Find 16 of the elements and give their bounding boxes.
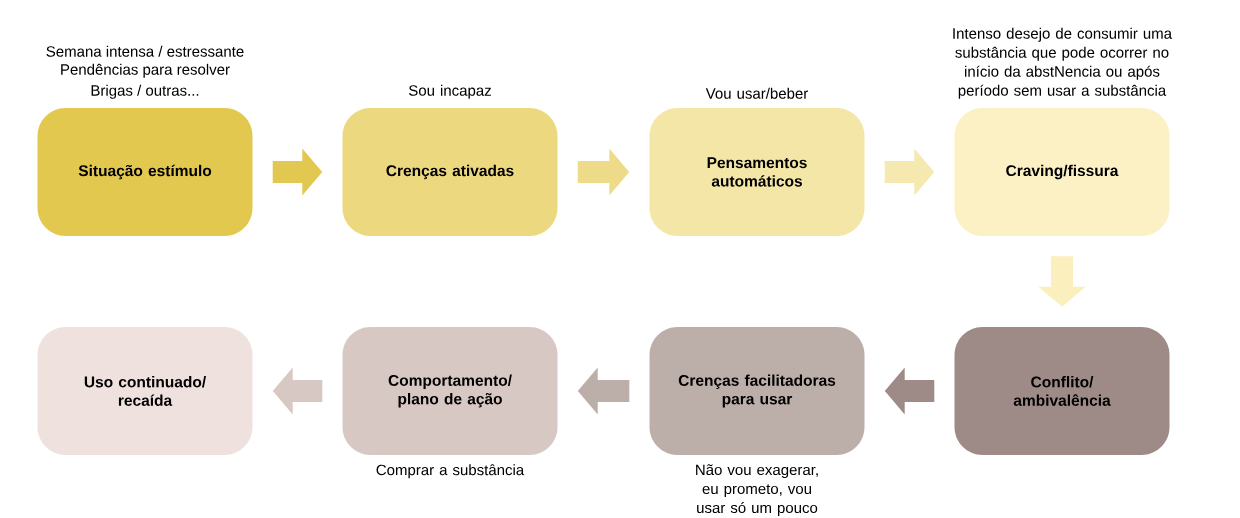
caption-text: Pendências para resolver (61, 63, 230, 78)
process-box: Pensamentos automáticos (649, 108, 865, 236)
process-box: Craving/fissura (954, 108, 1170, 236)
caption-text: Não vou exagerar, eu prometo, vou usar só um pouco (696, 464, 818, 517)
process-box: Situação estímulo (37, 108, 253, 236)
process-box: Uso continuado/ recaída (37, 327, 253, 455)
process-box: Crenças facilitadoras para usar (649, 327, 865, 455)
caption-text: Sou incapaz (409, 84, 491, 99)
caption-text: Intenso desejo de consumir uma substância que pode ocorrer no início da abstNencia ou após período sem usar a substância (953, 27, 1172, 99)
caption-text: Comprar a substância (376, 464, 525, 479)
caption-text: Brigas / outras... (91, 84, 199, 99)
caption-text: Vou usar/beber (705, 87, 808, 99)
process-box: Conflito/ ambivalência (954, 327, 1170, 455)
caption-text: Semana intensa / estressante (46, 45, 244, 57)
process-box: Comportamento/ plano de ação (342, 327, 558, 455)
process-box: Crenças ativadas (342, 108, 558, 236)
